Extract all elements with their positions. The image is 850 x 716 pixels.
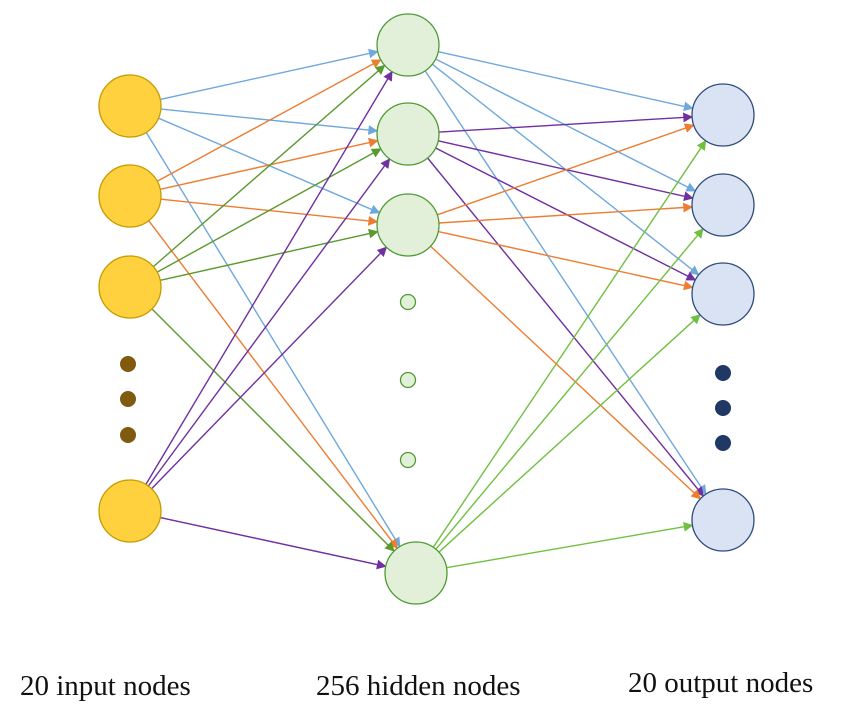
- connection-i4-h4: [160, 516, 387, 570]
- input-ellipsis-dot-3: [120, 427, 136, 443]
- connection-i3-h3: [160, 228, 379, 281]
- connection-h3-o3: [438, 230, 694, 291]
- input-node-4: [98, 479, 162, 543]
- hidden-ellipsis-dot-2: [399, 371, 417, 389]
- input-ellipsis-dot-1: [120, 356, 136, 372]
- input-ellipsis-dot-2: [120, 391, 136, 407]
- connection-h2-o4: [427, 157, 705, 497]
- connection-i1-h4: [145, 132, 401, 548]
- hidden-layer-label: 256 hidden nodes: [316, 670, 521, 702]
- hidden-node-2: [376, 102, 440, 166]
- connection-i4-h1: [145, 70, 393, 485]
- connection-i2-h1: [156, 59, 382, 182]
- output-ellipsis-dot-3: [715, 435, 731, 451]
- connection-i4-h3: [151, 246, 388, 490]
- nodes: [98, 13, 755, 605]
- connection-h4-o3: [438, 314, 701, 553]
- connection-h4-o2: [435, 228, 704, 550]
- connections: [145, 48, 707, 570]
- connection-h1-o4: [424, 70, 707, 496]
- connection-h2-o1: [438, 112, 694, 133]
- output-node-4: [691, 488, 755, 552]
- output-layer-label: 20 output nodes: [628, 667, 814, 699]
- connection-h3-o1: [437, 123, 695, 216]
- input-node-3: [98, 255, 162, 319]
- output-node-1: [691, 83, 755, 147]
- hidden-node-4: [384, 541, 448, 605]
- output-node-2: [691, 173, 755, 237]
- connection-h3-o2: [438, 202, 694, 224]
- input-node-1: [98, 74, 162, 138]
- connection-h4-o4: [446, 521, 694, 569]
- hidden-node-1: [376, 13, 440, 77]
- connection-i3-h2: [156, 148, 382, 273]
- hidden-ellipsis-dot-1: [399, 293, 417, 311]
- connection-i2-h2: [160, 137, 379, 190]
- connection-h1-o1: [438, 51, 694, 112]
- connection-i2-h4: [148, 220, 398, 550]
- connection-i4-h2: [147, 158, 391, 487]
- output-node-3: [691, 262, 755, 326]
- output-ellipsis-dot-1: [715, 365, 731, 381]
- hidden-node-3: [376, 193, 440, 257]
- connection-h2-o3: [435, 147, 697, 281]
- connection-i3-h1: [152, 64, 386, 268]
- hidden-ellipsis-dot-3: [399, 451, 417, 469]
- connection-i1-h1: [160, 48, 379, 101]
- connection-h3-o4: [430, 245, 702, 500]
- connection-i3-h4: [151, 308, 395, 552]
- connection-h4-o1: [432, 139, 707, 548]
- input-layer-label: 20 input nodes: [20, 670, 191, 702]
- input-node-2: [98, 164, 162, 228]
- output-ellipsis-dot-2: [715, 400, 731, 416]
